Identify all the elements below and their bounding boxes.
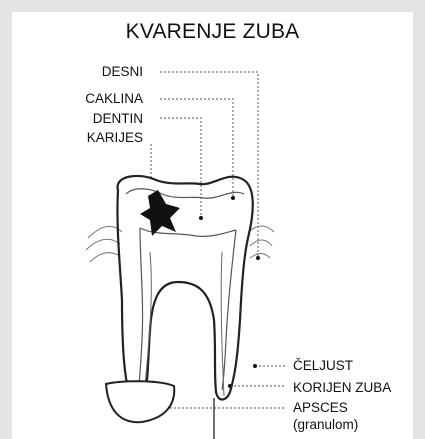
marker-caklina [231,196,235,200]
marker-desni [256,256,260,260]
tooth-outline [117,176,252,400]
root-canals [144,252,224,396]
enamel-line [126,189,244,199]
leader-dentin [160,118,201,218]
gum-left [86,226,122,262]
abscess [106,381,174,422]
marker-dentin [199,216,203,220]
marker-celjust [253,364,257,368]
gum-right [248,226,274,258]
